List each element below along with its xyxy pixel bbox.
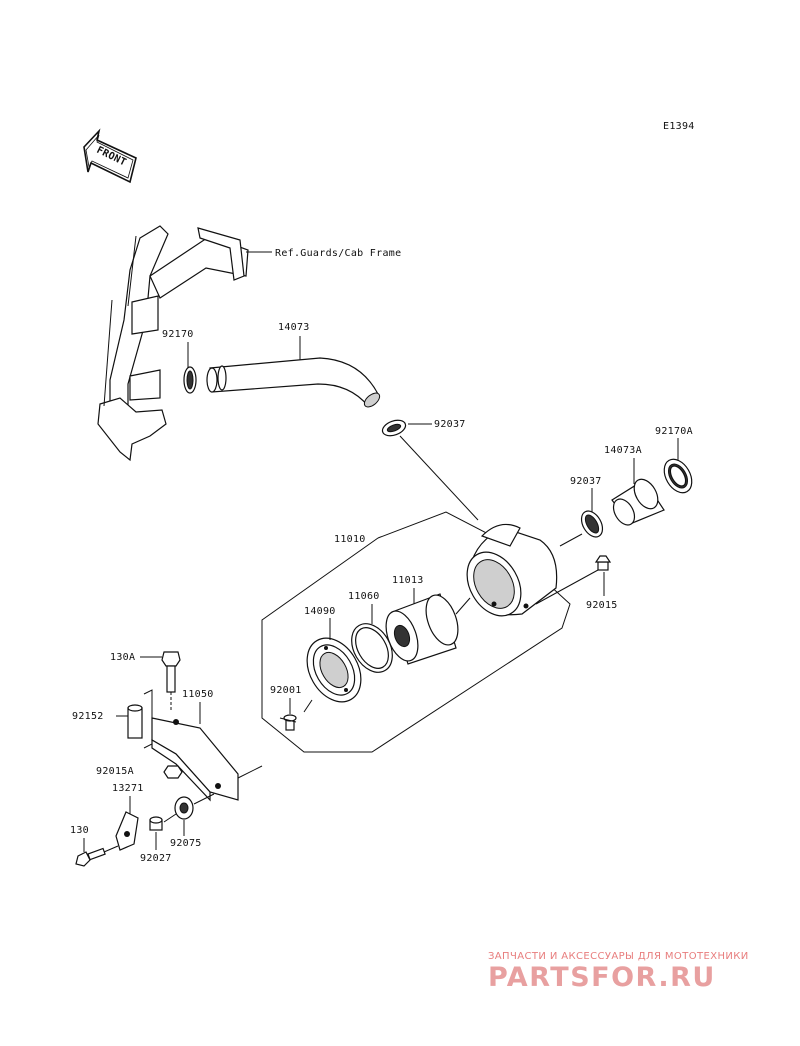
bolt-92015-icon	[594, 555, 612, 571]
air-cleaner-housing-icon	[466, 523, 558, 617]
watermark-tagline: ЗАПЧАСТИ И АКСЕССУАРЫ ДЛЯ МОТОТЕХНИКИ	[488, 951, 749, 962]
label-92037-right: 92037	[570, 476, 602, 487]
label-92001: 92001	[270, 685, 302, 696]
screw-92001-icon	[283, 714, 297, 731]
duct-14073A-icon	[611, 478, 665, 526]
clamp-92170-icon	[183, 366, 197, 394]
bolt-130-icon	[75, 847, 106, 867]
front-arrow-icon: FRONT	[83, 128, 137, 184]
label-92170: 92170	[162, 329, 194, 340]
label-92015A: 92015A	[96, 766, 134, 777]
ref-note: Ref.Guards/Cab Frame	[275, 248, 401, 259]
bracket-11050-icon	[151, 717, 239, 802]
label-92170A: 92170A	[655, 426, 693, 437]
label-11010: 11010	[334, 534, 366, 545]
collar-92027-icon	[149, 816, 163, 831]
seal-11060-icon	[351, 623, 393, 673]
cover-14090-icon	[306, 637, 362, 703]
plate-13271-icon	[115, 811, 139, 851]
label-14073: 14073	[278, 322, 310, 333]
duct-14073-icon	[206, 357, 381, 408]
assembly-11010-outline	[261, 511, 571, 753]
label-14090: 14090	[304, 606, 336, 617]
spacer-92152-icon	[127, 704, 143, 739]
label-14073A: 14073A	[604, 445, 642, 456]
label-13271: 13271	[112, 783, 144, 794]
filter-11013-icon	[385, 593, 459, 665]
label-130A: 130A	[110, 652, 135, 663]
label-92027: 92027	[140, 853, 172, 864]
label-130: 130	[70, 825, 89, 836]
label-92075: 92075	[170, 838, 202, 849]
watermark-logo: PARTSFOR.RU	[488, 962, 716, 993]
diagram-code: E1394	[663, 121, 695, 132]
label-92152: 92152	[72, 711, 104, 722]
label-11013: 11013	[392, 575, 424, 586]
grommet-92075-icon	[174, 796, 194, 820]
bolt-130A-icon	[161, 651, 181, 693]
clamp-92037-right-icon	[580, 510, 604, 538]
clamp-92037-top-icon	[381, 419, 407, 437]
cab-frame-icon	[97, 225, 249, 462]
nut-92015A-icon	[163, 765, 183, 779]
clamp-92170A-icon	[663, 458, 693, 494]
label-92037-top: 92037	[434, 419, 466, 430]
label-11050: 11050	[182, 689, 214, 700]
label-92015: 92015	[586, 600, 618, 611]
label-11060: 11060	[348, 591, 380, 602]
